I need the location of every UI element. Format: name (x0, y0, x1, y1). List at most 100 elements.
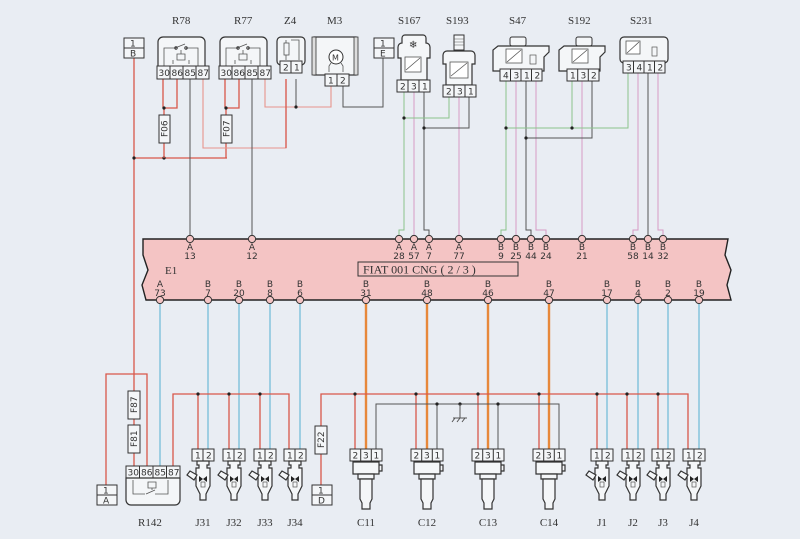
svg-text:1: 1 (287, 452, 293, 462)
wire-r142-87-bus (172, 393, 290, 467)
svg-text:B: B (130, 50, 136, 60)
svg-text:30: 30 (221, 69, 233, 79)
ecu-pin-marker (658, 234, 668, 244)
ecu-pin-marker (155, 295, 165, 305)
ecu-pin-number: 28 (393, 252, 405, 262)
ecu-pin-marker (409, 234, 419, 244)
svg-text:87: 87 (198, 69, 209, 79)
ecu-title: FIAT 001 CNG ( 2 / 3 ) (363, 263, 476, 277)
svg-text:D: D (318, 497, 325, 507)
ecu-pin-marker (663, 295, 673, 305)
ecu-pin-bank: B (498, 243, 504, 253)
component-label: C14 (540, 517, 559, 529)
svg-text:1: 1 (435, 452, 441, 462)
component-label: J2 (628, 517, 638, 529)
ecu-title-box (357, 261, 519, 277)
ecu-pin-bank: B (297, 280, 303, 290)
ecu-pin-bank: B (513, 243, 519, 253)
fuse-f06: F06 (158, 114, 171, 144)
svg-text:1: 1 (226, 452, 232, 462)
ecu-pin-bank: A (411, 243, 418, 253)
svg-text:85: 85 (155, 469, 166, 479)
ecu-pin-number: 7 (426, 252, 432, 262)
svg-text:86: 86 (172, 69, 184, 79)
svg-text:2: 2 (536, 452, 542, 462)
svg-text:30: 30 (159, 69, 171, 79)
ecu-pin-number: 25 (510, 252, 521, 262)
svg-text:1: 1 (468, 88, 474, 98)
ecu-pin-number: 48 (421, 289, 433, 299)
svg-text:2: 2 (298, 452, 304, 462)
ecu-e1: E1 FIAT 001 CNG ( 2 / 3 ) A13A12A28A57A7… (141, 234, 732, 305)
wire-s47-1 (525, 80, 532, 238)
ecu-pin-number: 73 (154, 289, 165, 299)
ecu-pin-number: 12 (246, 252, 257, 262)
svg-text:R142: R142 (138, 517, 162, 529)
component-label: J34 (287, 517, 303, 529)
ecu-pin-bank: A (456, 243, 463, 253)
ecu-pin-bank: B (546, 280, 552, 290)
motor-m3: M3 M 1 2 (311, 15, 359, 87)
ecu-pin-bank: B (604, 280, 610, 290)
svg-text:F07: F07 (223, 120, 233, 137)
component-label: J4 (689, 517, 699, 529)
svg-text:2: 2 (414, 452, 420, 462)
svg-text:3: 3 (514, 72, 520, 82)
svg-text:2: 2 (591, 72, 597, 82)
svg-text:86: 86 (141, 469, 153, 479)
svg-text:1: 1 (380, 40, 386, 50)
svg-text:2: 2 (268, 452, 274, 462)
ecu-pin-marker (234, 295, 244, 305)
svg-text:1: 1 (496, 452, 502, 462)
svg-text:2: 2 (697, 452, 703, 462)
ecu-pin-number: 32 (657, 252, 668, 262)
ecu-pin-number: 46 (482, 289, 494, 299)
component-label: J31 (195, 517, 210, 529)
ecu-pin-marker (602, 295, 612, 305)
svg-text:4: 4 (503, 72, 509, 82)
svg-text:2: 2 (283, 64, 289, 74)
svg-text:87: 87 (260, 69, 271, 79)
svg-text:3: 3 (363, 452, 369, 462)
sensor-s192: S192 1 3 2 (558, 15, 606, 82)
ecu-pin-number: 47 (543, 289, 554, 299)
wire-s231-3 (572, 72, 629, 129)
ecu-pin-number: 31 (360, 289, 371, 299)
ecu-pin-marker (526, 234, 536, 244)
wire-s47-2 (535, 80, 547, 238)
svg-text:1: 1 (524, 72, 530, 82)
svg-text:3: 3 (546, 452, 552, 462)
ecu-pin-marker (643, 234, 653, 244)
wire-s231-2 (657, 72, 664, 238)
svg-text:1: 1 (103, 487, 109, 497)
ground-symbol (451, 404, 467, 423)
ecu-pin-bank: B (579, 243, 585, 253)
svg-text:3: 3 (424, 452, 430, 462)
wire-s193-1 (424, 97, 470, 129)
ecu-pin-marker (394, 234, 404, 244)
svg-text:1: 1 (374, 452, 380, 462)
fuse-f87: F87 (127, 390, 141, 420)
sensor-s193: S193 2 3 1 (442, 15, 477, 98)
svg-text:S193: S193 (446, 15, 469, 27)
ecu-pin-number: 20 (233, 289, 245, 299)
wire-s47-4 (500, 80, 507, 238)
ecu-pin-marker (295, 295, 305, 305)
connector-b: 1 B (123, 37, 145, 60)
svg-text:1: 1 (557, 452, 563, 462)
svg-text:2: 2 (400, 83, 406, 93)
fuse-f81: F81 (127, 424, 141, 454)
ecu-pin-marker (265, 295, 275, 305)
wire-s167-2 (398, 92, 405, 238)
svg-text:1: 1 (686, 452, 692, 462)
svg-text:R78: R78 (172, 15, 191, 27)
svg-text:1: 1 (647, 64, 653, 74)
wire-a-feed (105, 373, 148, 485)
svg-text:S192: S192 (568, 15, 591, 27)
